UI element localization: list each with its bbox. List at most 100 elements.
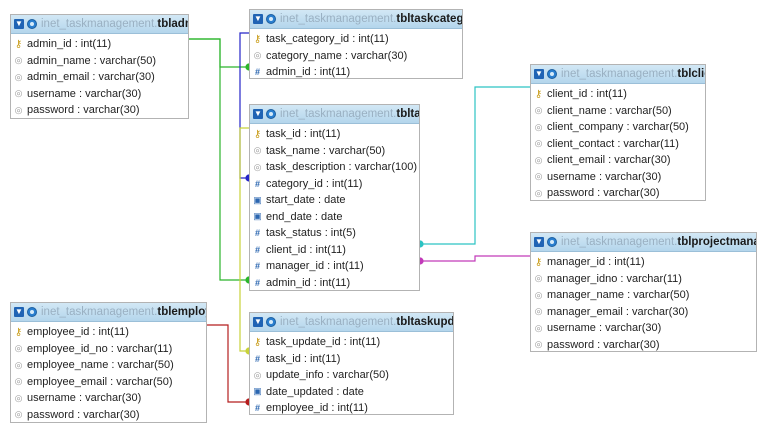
column-label: client_name : varchar(50) bbox=[547, 104, 672, 117]
table-options-icon[interactable] bbox=[27, 307, 37, 317]
column-row[interactable]: #task_id : int(11) bbox=[250, 351, 453, 368]
column-row[interactable]: #client_id : int(11) bbox=[250, 242, 419, 259]
column-label: employee_id_no : varchar(11) bbox=[27, 342, 173, 355]
column-label: task_id : int(11) bbox=[266, 128, 341, 141]
relation-line bbox=[189, 38, 249, 281]
collapse-toggle-icon[interactable]: ▼ bbox=[534, 237, 544, 247]
date-column-icon: ▣ bbox=[253, 211, 262, 222]
column-row[interactable]: #category_id : int(11) bbox=[250, 176, 419, 193]
table-options-icon[interactable] bbox=[547, 69, 557, 79]
column-row[interactable]: ▣start_date : date bbox=[250, 192, 419, 209]
numeric-column-icon: # bbox=[254, 277, 260, 288]
table-tbltaskcategory[interactable]: ▼ inet_taskmanagement.tbltaskcategory ⚷t… bbox=[249, 9, 463, 79]
column-row[interactable]: ◎username : varchar(30) bbox=[531, 320, 756, 337]
column-row[interactable]: ◎password : varchar(30) bbox=[11, 102, 188, 119]
collapse-toggle-icon[interactable]: ▼ bbox=[14, 19, 24, 29]
column-row[interactable]: ◎ admin_name : varchar(50) bbox=[11, 53, 188, 70]
table-options-icon[interactable] bbox=[27, 19, 37, 29]
table-name: tblclient bbox=[677, 68, 705, 80]
column-row[interactable]: ◎username : varchar(30) bbox=[11, 86, 188, 103]
string-column-icon: ◎ bbox=[253, 369, 262, 380]
string-column-icon: ◎ bbox=[14, 55, 23, 66]
column-row[interactable]: ◎client_contact : varchar(11) bbox=[531, 136, 705, 153]
table-header[interactable]: ▼ inet_taskmanagement.tbltaskcategory bbox=[250, 10, 462, 29]
column-row[interactable]: ◎category_name : varchar(30) bbox=[250, 48, 462, 65]
key-icon: ⚷ bbox=[14, 38, 23, 50]
column-row[interactable]: ⚷manager_id : int(11) bbox=[531, 254, 756, 271]
column-row[interactable]: ⚷ admin_id : int(11) bbox=[11, 36, 188, 53]
table-options-icon[interactable] bbox=[266, 109, 276, 119]
column-row[interactable]: ◎manager_name : varchar(50) bbox=[531, 287, 756, 304]
column-row[interactable]: ⚷task_category_id : int(11) bbox=[250, 31, 462, 48]
column-row[interactable]: ◎update_info : varchar(50) bbox=[250, 367, 453, 384]
database-name: inet_taskmanagement. bbox=[280, 108, 397, 120]
column-row[interactable]: #admin_id : int(11) bbox=[250, 275, 419, 292]
column-row[interactable]: ◎ manager_idno : varchar(11) bbox=[531, 271, 756, 288]
collapse-toggle-icon[interactable]: ▼ bbox=[14, 307, 24, 317]
column-label: end_date : date bbox=[266, 210, 343, 223]
column-row[interactable]: ▣ date_updated : date bbox=[250, 384, 453, 401]
column-label: employee_id : int(11) bbox=[27, 326, 129, 339]
table-tblclient[interactable]: ▼ inet_taskmanagement.tblclient ⚷client_… bbox=[530, 64, 706, 201]
column-row[interactable]: ◎password : varchar(30) bbox=[531, 337, 756, 354]
table-header[interactable]: ▼ inet_taskmanagement.tblprojectmanager bbox=[531, 233, 756, 252]
table-options-icon[interactable] bbox=[266, 317, 276, 327]
column-row[interactable]: ⚷task_id : int(11) bbox=[250, 126, 419, 143]
string-column-icon: ◎ bbox=[253, 145, 262, 156]
column-row[interactable]: ▣ end_date : date bbox=[250, 209, 419, 226]
column-row[interactable]: ◎client_name : varchar(50) bbox=[531, 103, 705, 120]
table-header[interactable]: ▼ inet_taskmanagement.tblclient bbox=[531, 65, 705, 84]
date-column-icon: ▣ bbox=[253, 386, 262, 397]
table-name: tblprojectmanager bbox=[677, 236, 756, 248]
table-header[interactable]: ▼ inet_taskmanagement.tblemployee bbox=[11, 303, 206, 322]
numeric-column-icon: # bbox=[254, 353, 260, 364]
table-header[interactable]: ▼ inet_taskmanagement.tbltask bbox=[250, 105, 419, 124]
collapse-toggle-icon[interactable]: ▼ bbox=[253, 317, 263, 327]
column-row[interactable]: ◎task_name : varchar(50) bbox=[250, 143, 419, 160]
string-column-icon: ◎ bbox=[14, 409, 23, 420]
column-row[interactable]: ◎client_company : varchar(50) bbox=[531, 119, 705, 136]
column-row[interactable]: ◎password : varchar(30) bbox=[531, 185, 705, 202]
table-tbladmin[interactable]: ▼ inet_taskmanagement.tbladmin ⚷ admin_id… bbox=[10, 14, 189, 119]
column-row[interactable]: ◎admin_email : varchar(30) bbox=[11, 69, 188, 86]
column-label: client_company : varchar(50) bbox=[547, 121, 689, 134]
column-row[interactable]: #task_status : int(5) bbox=[250, 225, 419, 242]
table-options-icon[interactable] bbox=[266, 14, 276, 24]
string-column-icon: ◎ bbox=[534, 273, 543, 284]
column-row[interactable]: ⚷client_id : int(11) bbox=[531, 86, 705, 103]
column-row[interactable]: ◎username : varchar(30) bbox=[11, 390, 206, 407]
string-column-icon: ◎ bbox=[14, 359, 23, 370]
column-row[interactable]: ◎task_description : varchar(100) bbox=[250, 159, 419, 176]
column-label: task_category_id : int(11) bbox=[266, 33, 389, 46]
column-row[interactable]: ◎employee_name : varchar(50) bbox=[11, 357, 206, 374]
string-column-icon: ◎ bbox=[253, 50, 262, 61]
column-row[interactable]: ◎client_email : varchar(30) bbox=[531, 152, 705, 169]
column-label: admin_id : int(11) bbox=[27, 38, 112, 51]
table-options-icon[interactable] bbox=[547, 237, 557, 247]
relation-line bbox=[239, 127, 249, 352]
collapse-toggle-icon[interactable]: ▼ bbox=[253, 109, 263, 119]
column-row[interactable]: ◎manager_email : varchar(30) bbox=[531, 304, 756, 321]
column-label: start_date : date bbox=[266, 194, 346, 207]
table-tbltask[interactable]: ▼ inet_taskmanagement.tbltask ⚷task_id :… bbox=[249, 104, 420, 291]
table-header[interactable]: ▼ inet_taskmanagement.tbltaskupdate bbox=[250, 313, 453, 332]
collapse-toggle-icon[interactable]: ▼ bbox=[534, 69, 544, 79]
column-row[interactable]: #admin_id : int(11) bbox=[250, 64, 462, 81]
column-row[interactable]: ◎employee_id_no : varchar(11) bbox=[11, 341, 206, 358]
column-label: manager_idno : varchar(11) bbox=[547, 272, 682, 285]
column-row[interactable]: ◎password : varchar(30) bbox=[11, 407, 206, 424]
column-row[interactable]: #manager_id : int(11) bbox=[250, 258, 419, 275]
collapse-toggle-icon[interactable]: ▼ bbox=[253, 14, 263, 24]
table-header[interactable]: ▼ inet_taskmanagement.tbladmin bbox=[11, 15, 188, 34]
column-row[interactable]: ◎employee_email : varchar(50) bbox=[11, 374, 206, 391]
column-row[interactable]: ⚷task_update_id : int(11) bbox=[250, 334, 453, 351]
column-row[interactable]: #employee_id : int(11) bbox=[250, 400, 453, 417]
column-row[interactable]: ⚷employee_id : int(11) bbox=[11, 324, 206, 341]
table-tbltaskupdate[interactable]: ▼ inet_taskmanagement.tbltaskupdate ⚷tas… bbox=[249, 312, 454, 415]
column-label: date_updated : date bbox=[266, 385, 364, 398]
column-label: admin_name : varchar(50) bbox=[27, 54, 157, 67]
table-tblemployee[interactable]: ▼ inet_taskmanagement.tblemployee ⚷emplo… bbox=[10, 302, 207, 423]
column-row[interactable]: ◎username : varchar(30) bbox=[531, 169, 705, 186]
table-name: tbltask bbox=[396, 108, 419, 120]
table-tblprojectmanager[interactable]: ▼ inet_taskmanagement.tblprojectmanager … bbox=[530, 232, 757, 352]
